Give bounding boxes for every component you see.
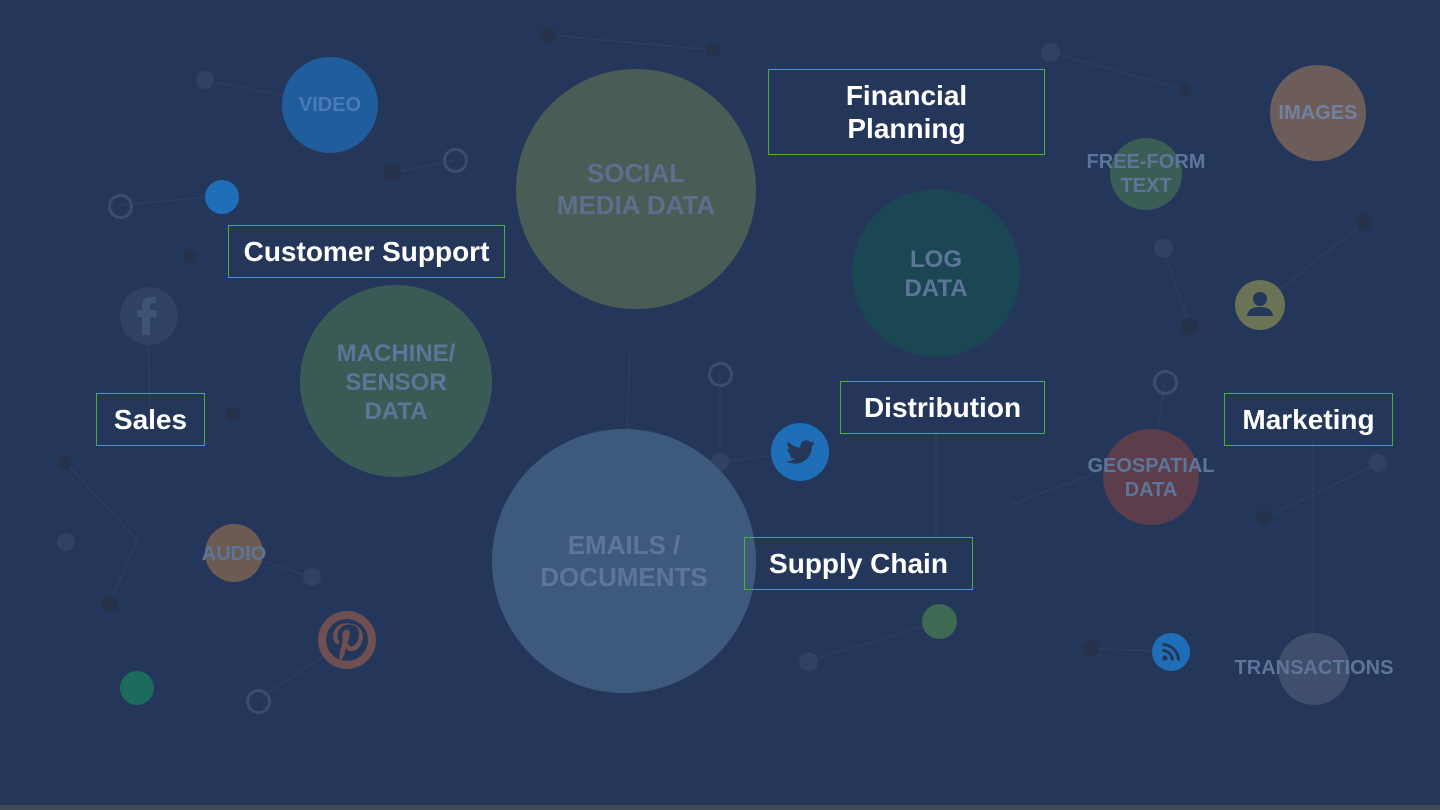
- decorative-dot: [303, 568, 321, 586]
- decorative-dot: [540, 27, 556, 43]
- decorative-dot: [1181, 318, 1198, 335]
- decorative-ring: [246, 689, 271, 714]
- social-media-label: SOCIAL MEDIA DATA: [556, 158, 716, 220]
- decorative-dot: [1041, 43, 1060, 62]
- decorative-dot: [1154, 239, 1173, 258]
- decorative-ring: [1153, 370, 1178, 395]
- decorative-dot: [799, 652, 818, 671]
- decorative-dot: [57, 533, 75, 551]
- machine-sensor-label: MACHINE/ SENSOR DATA: [336, 340, 456, 425]
- decorative-dot: [383, 164, 401, 182]
- social-media-bubble: [516, 69, 756, 309]
- decorative-dot: [58, 456, 71, 469]
- customer-support-box: Customer Support: [228, 225, 505, 278]
- twitter-icon: [771, 423, 829, 481]
- financial-planning-box: Financial Planning: [768, 69, 1045, 155]
- video-label: VIDEO: [298, 94, 362, 116]
- rss-icon: [1152, 633, 1190, 671]
- audio-bubble: [205, 524, 263, 582]
- images-bubble: [1270, 65, 1366, 161]
- decorative-dot: [1356, 214, 1372, 230]
- decorative-dot: [1082, 640, 1099, 657]
- decorative-dot: [120, 671, 154, 705]
- decorative-dot: [706, 43, 720, 57]
- decorative-ring: [443, 148, 468, 173]
- decorative-dot: [1179, 84, 1191, 96]
- pinterest-icon: [318, 611, 376, 669]
- log-data-label: LOG DATA: [904, 246, 968, 302]
- decorative-dot: [226, 407, 240, 421]
- marketing-box: Marketing: [1224, 393, 1393, 446]
- decorative-dot: [205, 180, 239, 214]
- supply-chain-box: Supply Chain: [744, 537, 973, 590]
- log-data-bubble: [852, 189, 1020, 357]
- sales-box: Sales: [96, 393, 205, 446]
- images-label: IMAGES: [1278, 102, 1358, 124]
- video-bubble: [282, 57, 378, 153]
- decorative-dot: [922, 604, 957, 639]
- user-icon: [1235, 280, 1285, 330]
- decorative-dot: [183, 250, 196, 263]
- emails-documents-label: EMAILS / DOCUMENTS: [540, 530, 708, 592]
- facebook-icon: [120, 287, 178, 345]
- geospatial-label: GEOSPATIAL DATA: [1087, 455, 1215, 501]
- geospatial-bubble: [1103, 429, 1199, 525]
- free-form-text-bubble: [1110, 138, 1182, 210]
- decorative-dot: [1369, 454, 1387, 472]
- bottom-bar: [0, 805, 1440, 810]
- transactions-label: TRANSACTIONS: [1234, 657, 1394, 679]
- audio-label: AUDIO: [201, 543, 267, 565]
- decorative-dot: [196, 71, 214, 89]
- decorative-ring: [108, 194, 133, 219]
- machine-sensor-bubble: [300, 285, 492, 477]
- decorative-dot: [1256, 510, 1272, 526]
- transactions-bubble: [1278, 633, 1350, 705]
- decorative-dot: [101, 595, 118, 612]
- free-form-text-label: FREE-FORM TEXT: [1086, 151, 1206, 197]
- decorative-ring: [708, 362, 733, 387]
- distribution-box: Distribution: [840, 381, 1045, 434]
- emails-documents-bubble: [492, 429, 756, 693]
